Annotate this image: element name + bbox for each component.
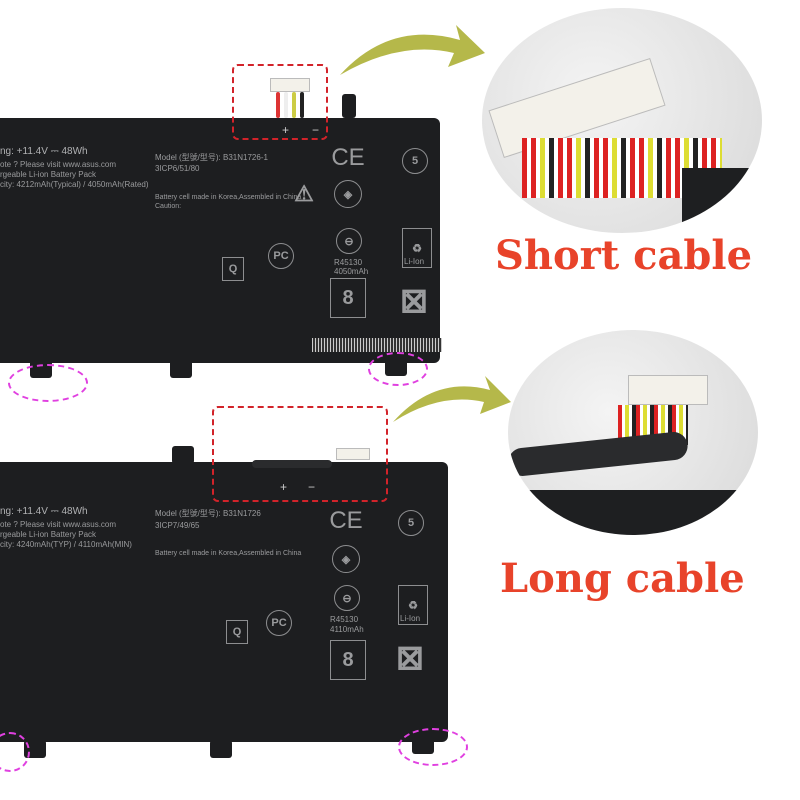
- connector-highlight: [212, 406, 388, 502]
- rating: ng: +11.4V ⎓ 48Wh: [0, 146, 88, 157]
- weee-bin-icon: ⊠: [395, 639, 425, 677]
- rating: ng: +11.4V ⎓ 48Wh: [0, 506, 88, 517]
- r-capacity: 4110mAh: [330, 625, 364, 634]
- origin: Battery cell made in Korea,Assembled in …: [155, 550, 302, 557]
- connector: [336, 448, 370, 460]
- mount-tab: [425, 478, 447, 496]
- recycle-icon: ♻: [402, 228, 432, 268]
- url-line: ote ? Please visit www.asus.com: [0, 160, 117, 169]
- short-cable-caption: Short cable: [495, 232, 753, 279]
- connector-highlight: [232, 64, 328, 140]
- model: Model (型號/型号): B31N1726: [155, 509, 261, 518]
- arrow-icon: [340, 25, 485, 75]
- mount-tab: [210, 740, 232, 758]
- warning-icon: ⚠: [294, 181, 314, 206]
- qr-icon: Q: [226, 620, 248, 644]
- bottom-battery: [0, 462, 448, 742]
- recycle-5-icon: 5: [398, 510, 424, 536]
- cable: [252, 460, 332, 468]
- r-code: R45130: [334, 258, 363, 267]
- recycle-icon: ♻: [398, 585, 428, 625]
- url-line: ote ? Please visit www.asus.com: [0, 520, 117, 529]
- type: rgeable Li-ion Battery Pack: [0, 170, 97, 179]
- minus-label: −: [312, 123, 320, 137]
- bis-icon: 8: [330, 278, 366, 318]
- caution: Caution:: [155, 203, 182, 210]
- minus-label: −: [308, 480, 316, 494]
- qr-icon: Q: [222, 257, 244, 281]
- mount-tab: [172, 446, 194, 464]
- mount-tab: [342, 94, 356, 118]
- plus-label: +: [280, 480, 288, 494]
- liion-label: Li-Ion: [400, 614, 421, 623]
- mount-tab: [170, 360, 192, 378]
- mount-highlight: [368, 352, 428, 386]
- ce-mark-icon: CE: [331, 144, 365, 171]
- pse-icon: ◈: [334, 180, 362, 208]
- bsmi-icon: ⊖: [334, 585, 360, 611]
- r-capacity: 4050mAh: [334, 267, 369, 276]
- capacity: city: 4212mAh(Typical) / 4050mAh(Rated): [0, 180, 149, 189]
- long-cable-closeup: [508, 330, 758, 535]
- connector: [270, 78, 310, 92]
- origin: Battery cell made in Korea,Assembled in …: [155, 194, 302, 201]
- cells: 3ICP7/49/65: [155, 521, 200, 530]
- recycle-5-icon: 5: [402, 148, 428, 174]
- weee-bin-icon: ⊠: [399, 282, 429, 320]
- type: rgeable Li-ion Battery Pack: [0, 530, 97, 539]
- top-battery: [0, 118, 440, 363]
- rcm-icon: PC: [268, 243, 294, 269]
- bsmi-icon: ⊖: [336, 228, 362, 254]
- r-code: R45130: [330, 615, 359, 624]
- liion-label: Li-Ion: [404, 257, 425, 266]
- rcm-icon: PC: [266, 610, 292, 636]
- mount-highlight: [0, 732, 30, 772]
- model: Model (型號/型号): B31N1726-1: [155, 153, 268, 162]
- short-cable-closeup: [482, 8, 762, 233]
- pse-icon: ◈: [332, 545, 360, 573]
- plus-label: +: [282, 123, 290, 137]
- bis-icon: 8: [330, 640, 366, 680]
- mount-highlight: [398, 728, 468, 766]
- barcode: [312, 338, 442, 352]
- capacity: city: 4240mAh(TYP) / 4110mAh(MIN): [0, 540, 132, 549]
- ce-mark-icon: CE: [329, 507, 363, 534]
- arrow-icon: [393, 376, 511, 422]
- mount-highlight: [8, 364, 88, 402]
- long-cable-caption: Long cable: [500, 555, 745, 602]
- cells: 3ICP6/51/80: [155, 164, 200, 173]
